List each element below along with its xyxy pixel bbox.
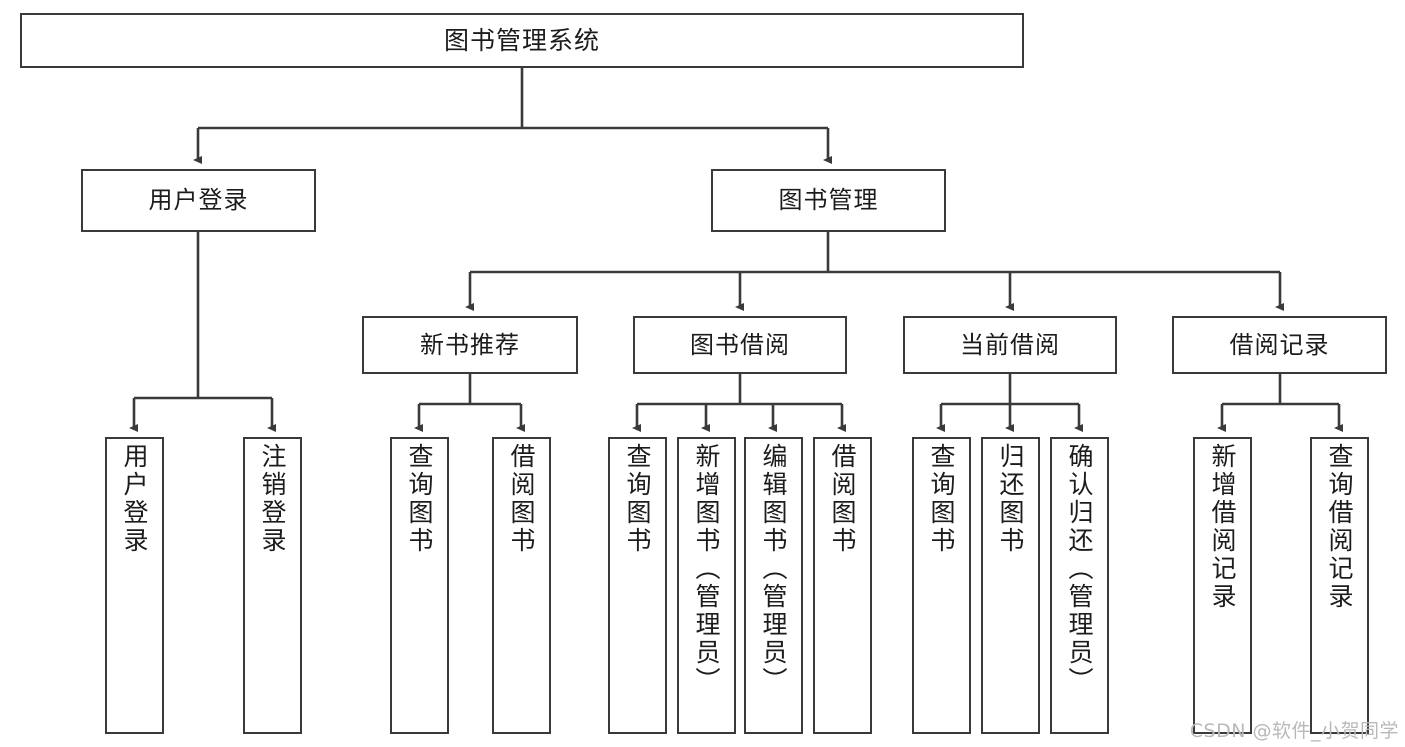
leaf-record-add-borrow-record[interactable]: 新增借阅记录 — [1193, 437, 1252, 734]
leaf-borrow-edit-book-admin[interactable]: 编辑图书（管理员） — [744, 437, 803, 734]
node-book-borrow[interactable]: 图书借阅 — [633, 316, 847, 374]
leaf-record-query-borrow-record[interactable]: 查询借阅记录 — [1310, 437, 1369, 734]
node-label: 新书推荐 — [420, 330, 520, 359]
node-label: 图书借阅 — [690, 330, 790, 359]
node-label: 用户登录 — [120, 443, 149, 555]
leaf-borrow-query-book[interactable]: 查询图书 — [608, 437, 667, 734]
node-label: 用户登录 — [148, 186, 249, 215]
node-label: 归还图书 — [996, 443, 1025, 555]
node-label: 借阅图书 — [828, 443, 857, 555]
node-label: 图书管理 — [778, 186, 879, 215]
leaf-recommend-query-book[interactable]: 查询图书 — [390, 437, 449, 734]
node-borrow-record[interactable]: 借阅记录 — [1172, 316, 1387, 374]
node-label: 新增借阅记录 — [1208, 443, 1237, 611]
node-label: 查询图书 — [623, 443, 652, 555]
leaf-recommend-borrow-book[interactable]: 借阅图书 — [492, 437, 551, 734]
leaf-current-return-book[interactable]: 归还图书 — [981, 437, 1040, 734]
watermark-text: CSDN @软件_小贺同学 — [1189, 720, 1399, 742]
node-label: 查询图书 — [927, 443, 956, 555]
node-book-management[interactable]: 图书管理 — [711, 169, 946, 232]
node-label: 借阅记录 — [1229, 330, 1330, 359]
node-label: 编辑图书（管理员） — [759, 443, 788, 695]
node-label: 确认归还（管理员） — [1065, 443, 1094, 695]
node-label: 图书管理系统 — [443, 25, 600, 55]
node-label: 查询借阅记录 — [1325, 443, 1354, 611]
node-current-borrow[interactable]: 当前借阅 — [903, 316, 1117, 374]
leaf-user-login[interactable]: 用户登录 — [105, 437, 164, 734]
node-user-login[interactable]: 用户登录 — [81, 169, 316, 232]
leaf-borrow-borrow-book[interactable]: 借阅图书 — [813, 437, 872, 734]
node-root-system[interactable]: 图书管理系统 — [20, 13, 1024, 68]
leaf-current-confirm-return-admin[interactable]: 确认归还（管理员） — [1050, 437, 1109, 734]
node-label: 借阅图书 — [507, 443, 536, 555]
node-label: 新增图书（管理员） — [692, 443, 721, 695]
node-label: 注销登录 — [258, 443, 287, 555]
node-label: 查询图书 — [405, 443, 434, 555]
leaf-current-query-book[interactable]: 查询图书 — [912, 437, 971, 734]
leaf-borrow-add-book-admin[interactable]: 新增图书（管理员） — [677, 437, 736, 734]
node-new-book-recommend[interactable]: 新书推荐 — [362, 316, 578, 374]
leaf-logout[interactable]: 注销登录 — [243, 437, 302, 734]
node-label: 当前借阅 — [960, 330, 1060, 359]
